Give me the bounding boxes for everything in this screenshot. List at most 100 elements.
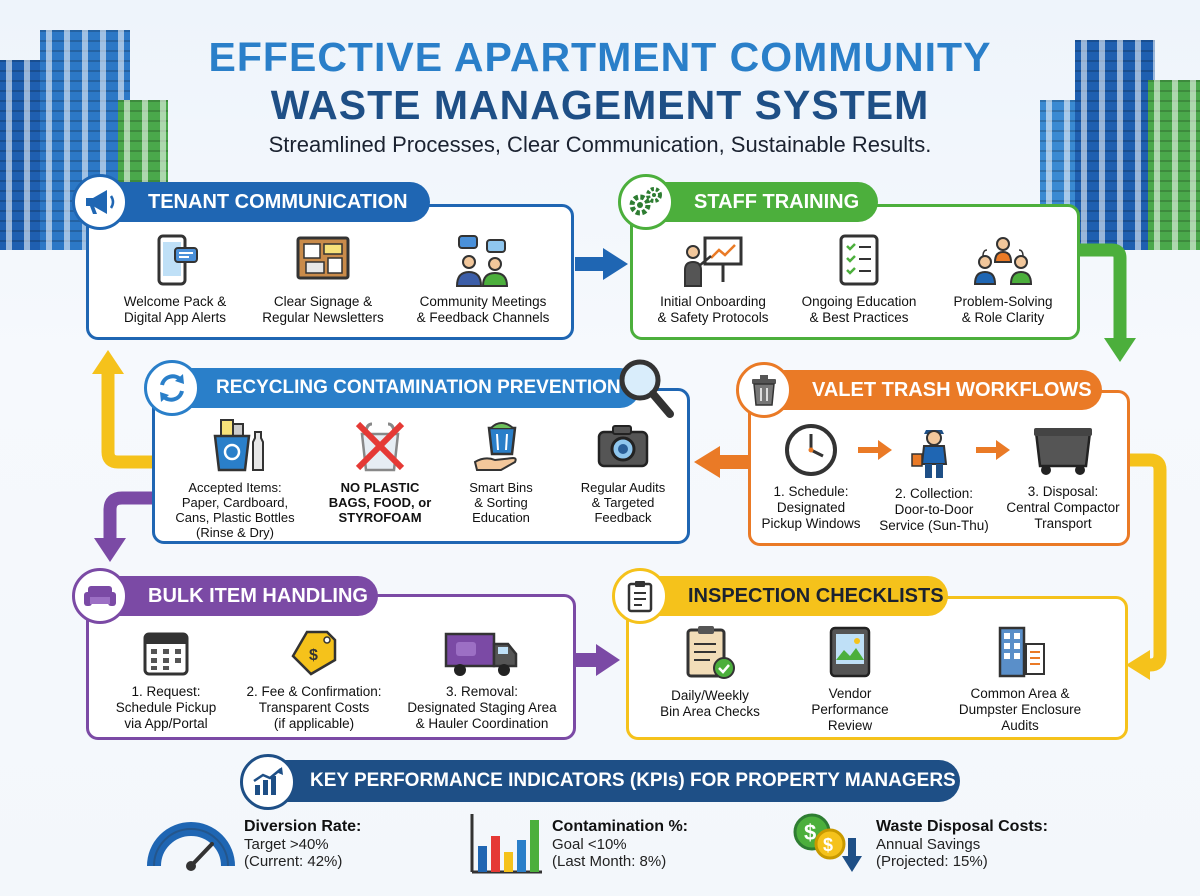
team-icon	[973, 237, 1033, 285]
tablet-image-icon	[829, 626, 871, 678]
tenant-item-1: Welcome Pack &Digital App Alerts	[100, 234, 250, 326]
recycling-title: RECYCLING CONTAMINATION PREVENTION	[216, 377, 621, 398]
recycle-bin-icon	[213, 419, 264, 472]
truck-icon	[444, 632, 518, 676]
clock-icon	[785, 424, 837, 476]
valet-item-1-line2: Designated	[776, 500, 846, 515]
bulk-item-2-line1: 2. Fee & Confirmation:	[246, 684, 382, 699]
calendar-icon	[143, 632, 189, 676]
tenant-item-2: Clear Signage &Regular Newsletters	[248, 234, 398, 326]
no-plastic-bag-icon	[355, 421, 405, 472]
recycling-item-4-line3: Feedback	[594, 510, 652, 525]
tenant-item-1-line2: Digital App Alerts	[123, 310, 227, 325]
bulk-item-1: 1. Request: Schedule Pickup via App/Port…	[96, 628, 236, 732]
tenant-item-3-line2: & Feedback Channels	[416, 310, 550, 325]
inspection-item-1-line2: Bin Area Checks	[660, 704, 760, 719]
staff-item-1: Initial Onboarding& Safety Protocols	[638, 234, 788, 326]
inspection-item-3-line1: Common Area &	[970, 686, 1070, 701]
recycling-item-1-line1: Accepted Items:	[188, 480, 282, 495]
savings-icon: $ $	[793, 813, 862, 872]
recycling-item-3-line2: & Sorting	[474, 495, 528, 510]
staff-item-1-line2: & Safety Protocols	[657, 310, 769, 325]
tenant-item-2-line2: Regular Newsletters	[262, 310, 384, 325]
inspection-title: INSPECTION CHECKLISTS	[688, 584, 944, 607]
svg-text:$: $	[804, 820, 816, 845]
tenant-item-1-line1: Welcome Pack &	[123, 294, 227, 309]
trash-can-icon	[736, 362, 792, 418]
staff-item-3-line2: & Role Clarity	[961, 310, 1045, 325]
staff-item-2: Ongoing Education& Best Practices	[784, 234, 934, 326]
worker-icon	[911, 430, 948, 478]
bulk-item-2-line3: (if applicable)	[273, 716, 355, 731]
price-tag-icon: $	[291, 630, 337, 676]
kpi-contamination-line1: Goal <10%	[552, 836, 627, 853]
valet-header: VALET TRASH WORKFLOWS	[742, 370, 1102, 410]
megaphone-icon	[72, 174, 128, 230]
kpi-diversion-line2: (Current: 42%)	[244, 853, 343, 870]
kpi-costs-line1: Annual Savings	[876, 836, 981, 853]
bulk-item-2-line2: Transparent Costs	[258, 700, 370, 715]
sofa-icon	[72, 568, 128, 624]
valet-item-1-line1: 1. Schedule:	[773, 484, 849, 499]
staff-item-1-line1: Initial Onboarding	[660, 294, 766, 309]
bulk-item-1-line1: 1. Request:	[131, 684, 201, 699]
kpi-costs-label: Waste Disposal Costs:	[876, 818, 1048, 835]
valet-item-1-line3: Pickup Windows	[761, 516, 861, 531]
skyline-building-right-3	[1148, 80, 1200, 250]
subtitle: Streamlined Processes, Clear Communicati…	[268, 132, 932, 157]
tenant-communication-header: TENANT COMMUNICATION	[78, 182, 430, 222]
recycling-item-2-line1: NO PLASTIC	[340, 480, 420, 495]
valet-item-2-line3: Service (Sun-Thu)	[879, 518, 989, 533]
recycling-item-1-line3: Cans, Plastic Bottles	[175, 510, 295, 525]
bulk-title: BULK ITEM HANDLING	[148, 584, 368, 607]
arrow-recycling-to-bulk	[94, 491, 152, 562]
staff-item-3: Problem-Solving& Role Clarity	[928, 234, 1078, 326]
building-audit-icon	[998, 626, 1045, 678]
recycling-item-3-line3: Education	[472, 510, 530, 525]
tenant-item-2-line1: Clear Signage &	[273, 294, 373, 309]
bulk-item-2: $ 2. Fee & Confirmation: Transparent Cos…	[234, 628, 394, 732]
bulk-item-3-line1: 3. Removal:	[445, 684, 519, 699]
kpi-diversion-line1: Target >40%	[244, 836, 329, 853]
arrow-staff-to-valet	[1080, 243, 1136, 362]
kpi-header: KEY PERFORMANCE INDICATORS (KPIs) FOR PR…	[250, 760, 960, 802]
staff-item-3-line1: Problem-Solving	[953, 294, 1053, 309]
bulk-header: BULK ITEM HANDLING	[78, 576, 378, 616]
recycle-arrows-icon	[144, 360, 200, 416]
kpi-costs-line2: (Projected: 15%)	[876, 853, 988, 870]
arrow-tenant-to-staff	[575, 248, 628, 280]
recycling-item-1: Accepted Items: Paper, Cardboard, Cans, …	[160, 418, 310, 540]
kpi-diversion-label: Diversion Rate:	[244, 818, 362, 835]
recycling-item-4-line2: & Targeted	[591, 495, 655, 510]
kpi-contamination-label: Contamination %:	[552, 818, 688, 835]
presenter-icon	[684, 236, 743, 287]
recycling-item-1-line2: Paper, Cardboard,	[181, 495, 289, 510]
bar-chart-icon	[470, 814, 542, 874]
arrow-right-icon-2	[976, 440, 1010, 460]
gauge-icon	[147, 822, 235, 871]
inspection-item-1-line1: Daily/Weekly	[671, 688, 749, 703]
valet-title: VALET TRASH WORKFLOWS	[812, 378, 1092, 401]
gears-icon	[618, 174, 674, 230]
bulk-item-1-line3: via App/Portal	[124, 716, 208, 731]
svg-text:$: $	[309, 647, 318, 664]
valet-item-3-line1: 3. Disposal:	[1027, 484, 1099, 499]
recycling-header: RECYCLING CONTAMINATION PREVENTION	[150, 368, 640, 408]
recycling-item-3-line1: Smart Bins	[469, 480, 533, 495]
valet-item-3-line2: Central Compactor	[1006, 500, 1120, 515]
people-chat-icon	[455, 235, 509, 287]
valet-item-1: 1. Schedule: Designated Pickup Windows	[752, 422, 870, 532]
kpi-metric-costs: Waste Disposal Costs: Annual Savings (Pr…	[876, 818, 1076, 870]
valet-item-3: 3. Disposal: Central Compactor Transport	[998, 422, 1128, 532]
valet-item-2: 2. Collection: Door-to-Door Service (Sun…	[872, 422, 996, 534]
inspection-item-2: Vendor Performance Review	[790, 624, 910, 734]
recycling-item-3: Smart Bins & Sorting Education	[446, 418, 556, 525]
recycling-item-4: Regular Audits & Targeted Feedback	[560, 418, 686, 525]
valet-item-2-line2: Door-to-Door	[894, 502, 974, 517]
inspection-item-3-line3: Audits	[1001, 718, 1039, 733]
kpi-metric-contamination: Contamination %: Goal <10% (Last Month: …	[552, 818, 742, 870]
skyline-building-right-2	[1075, 40, 1155, 250]
arrow-bulk-to-inspection	[576, 644, 620, 676]
arrow-right-icon	[858, 440, 892, 460]
